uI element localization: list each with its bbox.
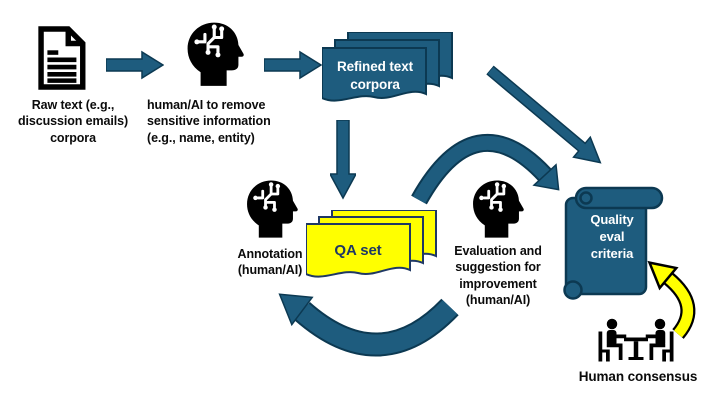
document-icon (38, 26, 86, 90)
arrow-refined-to-criteria-shape (485, 65, 602, 164)
person-left (598, 318, 627, 362)
arrow-evaluation-to-annotation-curve (278, 293, 459, 357)
arrow-consensus-to-criteria (647, 260, 696, 339)
ai-head-icon (245, 179, 298, 239)
raw-corpus-label: Raw text (e.g., discussion emails) corpo… (17, 98, 129, 145)
qa-set-label: QA set (334, 242, 382, 259)
ai-head-icon (471, 179, 524, 240)
arrow-qa-to-criteria-curve (411, 133, 560, 205)
scroll-shape (563, 186, 664, 300)
meeting-table-icon (598, 318, 674, 362)
arrow-deidentify-to-refined (264, 50, 322, 80)
annotation-label: Annotation (human/AI) (237, 247, 303, 278)
evaluation-label: Evaluation and suggestion for improvemen… (454, 244, 542, 307)
human-consensus-label: Human consensus (578, 369, 698, 384)
arrow-raw-to-deidentify (106, 50, 164, 80)
quality-criteria-label: Quality eval criteria (590, 212, 634, 261)
arrow-refined-to-qa (330, 120, 356, 200)
ai-head-icon (186, 21, 244, 88)
refined-corpora-label: Refined text corpora (336, 59, 414, 92)
arrow-refined-to-criteria (480, 59, 611, 176)
deidentify-label: human/AI to remove sensitive information… (147, 98, 271, 145)
person-right (645, 318, 674, 362)
